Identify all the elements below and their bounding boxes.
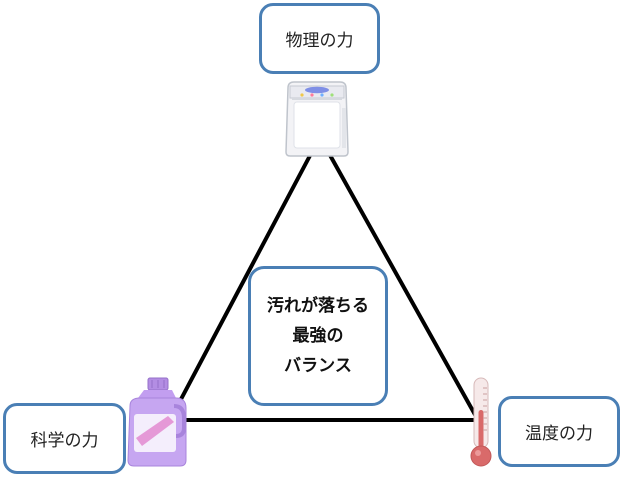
node-temperature-force: 温度の力 — [498, 396, 620, 467]
washing-machine-icon — [285, 81, 349, 157]
detergent-bottle-icon — [127, 377, 187, 467]
center-line-1: 汚れが落ちる — [267, 296, 369, 316]
triangle-left-edge — [168, 146, 316, 422]
thermometer-icon — [470, 377, 492, 467]
node-physical-force: 物理の力 — [259, 3, 380, 74]
node-chemical-label: 科学の力 — [30, 431, 99, 451]
triangle-right-edge — [324, 146, 480, 422]
node-chemical-force: 科学の力 — [3, 403, 126, 474]
center-line-3: バランス — [284, 356, 352, 376]
center-line-2: 最強の — [292, 326, 344, 346]
node-physical-label: 物理の力 — [285, 31, 354, 51]
center-balance-box: 汚れが落ちる 最強の バランス — [248, 266, 388, 406]
node-temperature-label: 温度の力 — [525, 424, 593, 444]
